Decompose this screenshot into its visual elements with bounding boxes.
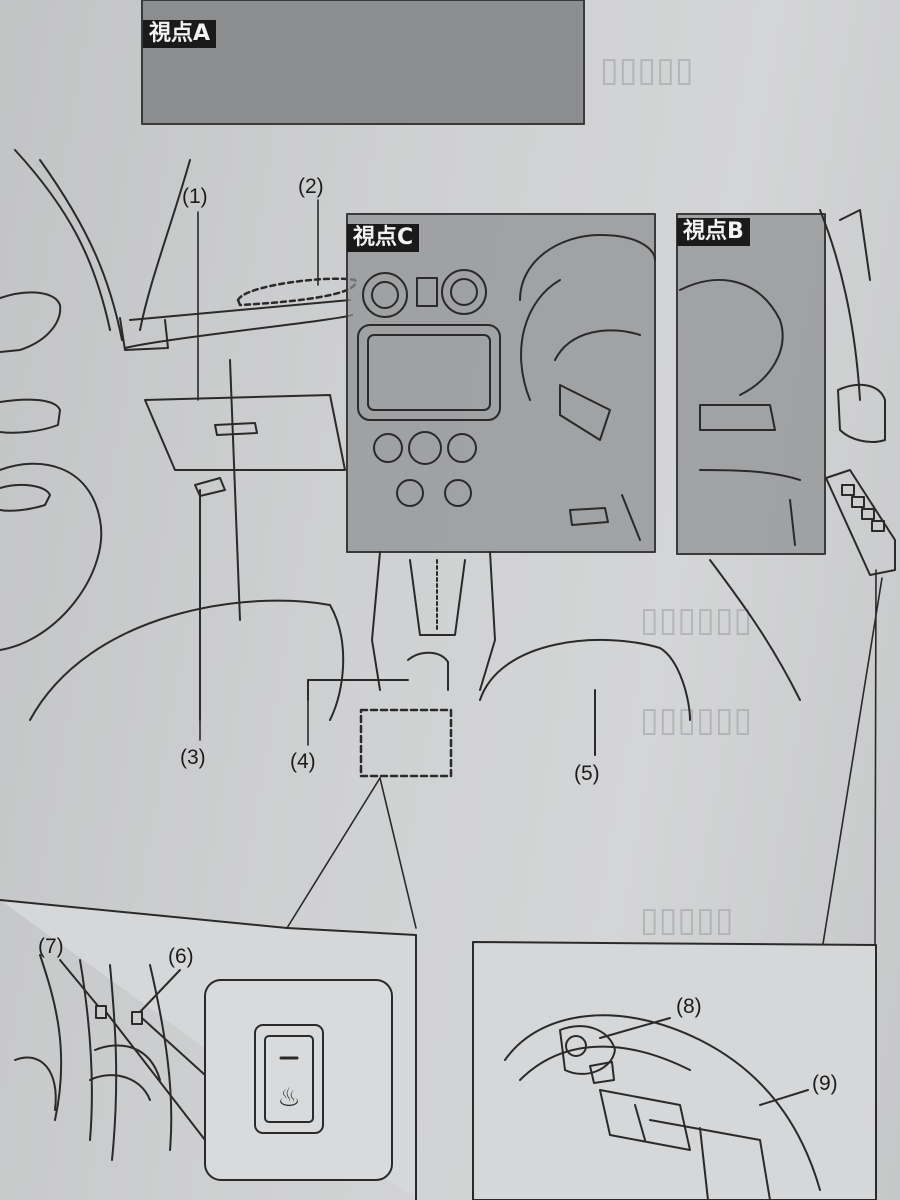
- seat-heater-inset: ♨: [0, 899, 417, 1200]
- bleed-through-text: ▯▯▯▯▯▯: [640, 600, 753, 640]
- power-window-inset: [472, 941, 877, 1200]
- callout-1: (1): [182, 185, 208, 208]
- bleed-through-text: ▯▯▯▯▯▯: [640, 700, 753, 740]
- callout-2: (2): [298, 175, 324, 198]
- bleed-through-text: ▯▯▯▯▯: [600, 50, 694, 90]
- view-c-label: 視点C: [347, 224, 420, 252]
- view-b-drawing: [679, 279, 801, 546]
- seat-heater-icon: ♨: [277, 1083, 300, 1113]
- left-door-area: [0, 149, 353, 721]
- view-c-drawing: [357, 234, 656, 541]
- callout-7: (7): [38, 935, 64, 958]
- callout-4: (4): [290, 750, 316, 773]
- view-a-label: 視点A: [143, 20, 217, 48]
- callout-8: (8): [676, 995, 702, 1018]
- view-b-panel: [676, 213, 826, 555]
- callout-6: (6): [168, 945, 194, 968]
- view-a-box: [141, 0, 585, 125]
- center-console: [307, 551, 691, 756]
- callout-9: (9): [812, 1072, 838, 1095]
- dashed-zoom-box: [359, 708, 453, 778]
- view-b-label: 視点B: [677, 218, 750, 246]
- callout-5: (5): [574, 762, 600, 785]
- right-door-area: [709, 209, 896, 701]
- leader-lines: [197, 199, 596, 756]
- callout-3: (3): [180, 746, 206, 769]
- bleed-through-text: ▯▯▯▯▯: [640, 900, 734, 940]
